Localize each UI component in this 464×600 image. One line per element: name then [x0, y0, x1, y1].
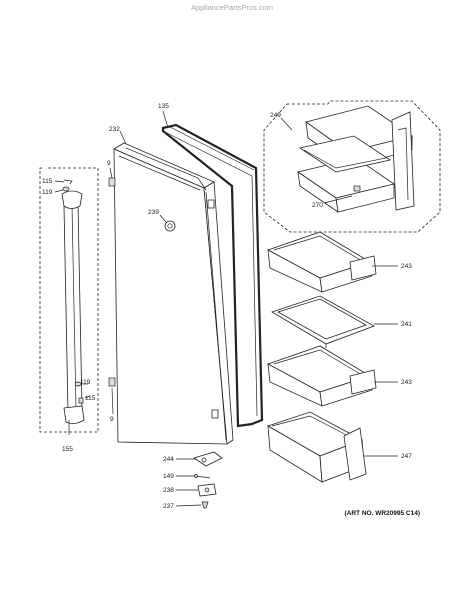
callout-door-label-plug: 239 [148, 209, 159, 216]
end-cap-clip-bottom[interactable] [78, 397, 84, 404]
callout-dairy-assembly: 249 [270, 112, 281, 119]
end-cap-clip-top[interactable] [63, 179, 73, 185]
handle-end-cap-top[interactable] [61, 190, 83, 209]
callout-door-bin-lower: 243 [401, 379, 412, 386]
callout-hinge: 244 [163, 456, 174, 463]
door-gasket[interactable] [161, 123, 264, 428]
callout-door-gasket: 135 [158, 103, 169, 110]
door-stop-top[interactable] [108, 177, 116, 187]
callout-door-bin-upper: 243 [401, 263, 412, 270]
callout-hinge-pin: 149 [163, 473, 174, 480]
callout-screw: 237 [163, 503, 174, 510]
leader-lines [54, 110, 398, 507]
callout-bracket: 238 [163, 487, 174, 494]
callout-handle-screw-bottom: 119 [80, 379, 91, 386]
door-bin-lower[interactable] [267, 345, 377, 407]
bottom-bin[interactable] [267, 411, 367, 483]
door-bin-upper[interactable] [267, 231, 377, 293]
dairy-tray[interactable] [298, 135, 392, 173]
door-stop-bottom[interactable] [108, 377, 116, 387]
callout-handle-end-cap-bottom: 115 [85, 395, 96, 402]
callout-door-stop-bottom: 9 [110, 416, 114, 423]
handle-screw-bottom[interactable] [74, 381, 82, 387]
hinge-pin[interactable] [194, 474, 211, 479]
callout-shelf: 241 [401, 321, 412, 328]
art-number: (ART NO. WR20995 C14) [345, 510, 421, 517]
door-panel[interactable] [113, 142, 234, 445]
watermark: AppliancePartsPros.com [191, 3, 273, 12]
hinge-screw[interactable] [201, 501, 209, 509]
dairy-assembly-box [263, 100, 441, 233]
callout-handle-end-cap-top: 115 [42, 178, 53, 185]
hinge[interactable] [193, 451, 223, 467]
handle-end-cap-bottom[interactable] [63, 405, 85, 424]
callout-bottom-bin: 247 [401, 453, 412, 460]
callout-dairy-bin: 270 [312, 202, 323, 209]
callout-handle-screw-top: 119 [42, 189, 53, 196]
door-label-plug[interactable] [164, 220, 176, 232]
callout-door-panel: 232 [109, 126, 120, 133]
callout-handle-assembly: 155 [62, 446, 73, 453]
hinge-bracket[interactable] [197, 483, 217, 497]
callout-door-stop-top: 9 [107, 160, 111, 167]
glass-shelf[interactable] [271, 295, 375, 348]
handle-screw-top[interactable] [62, 186, 70, 192]
